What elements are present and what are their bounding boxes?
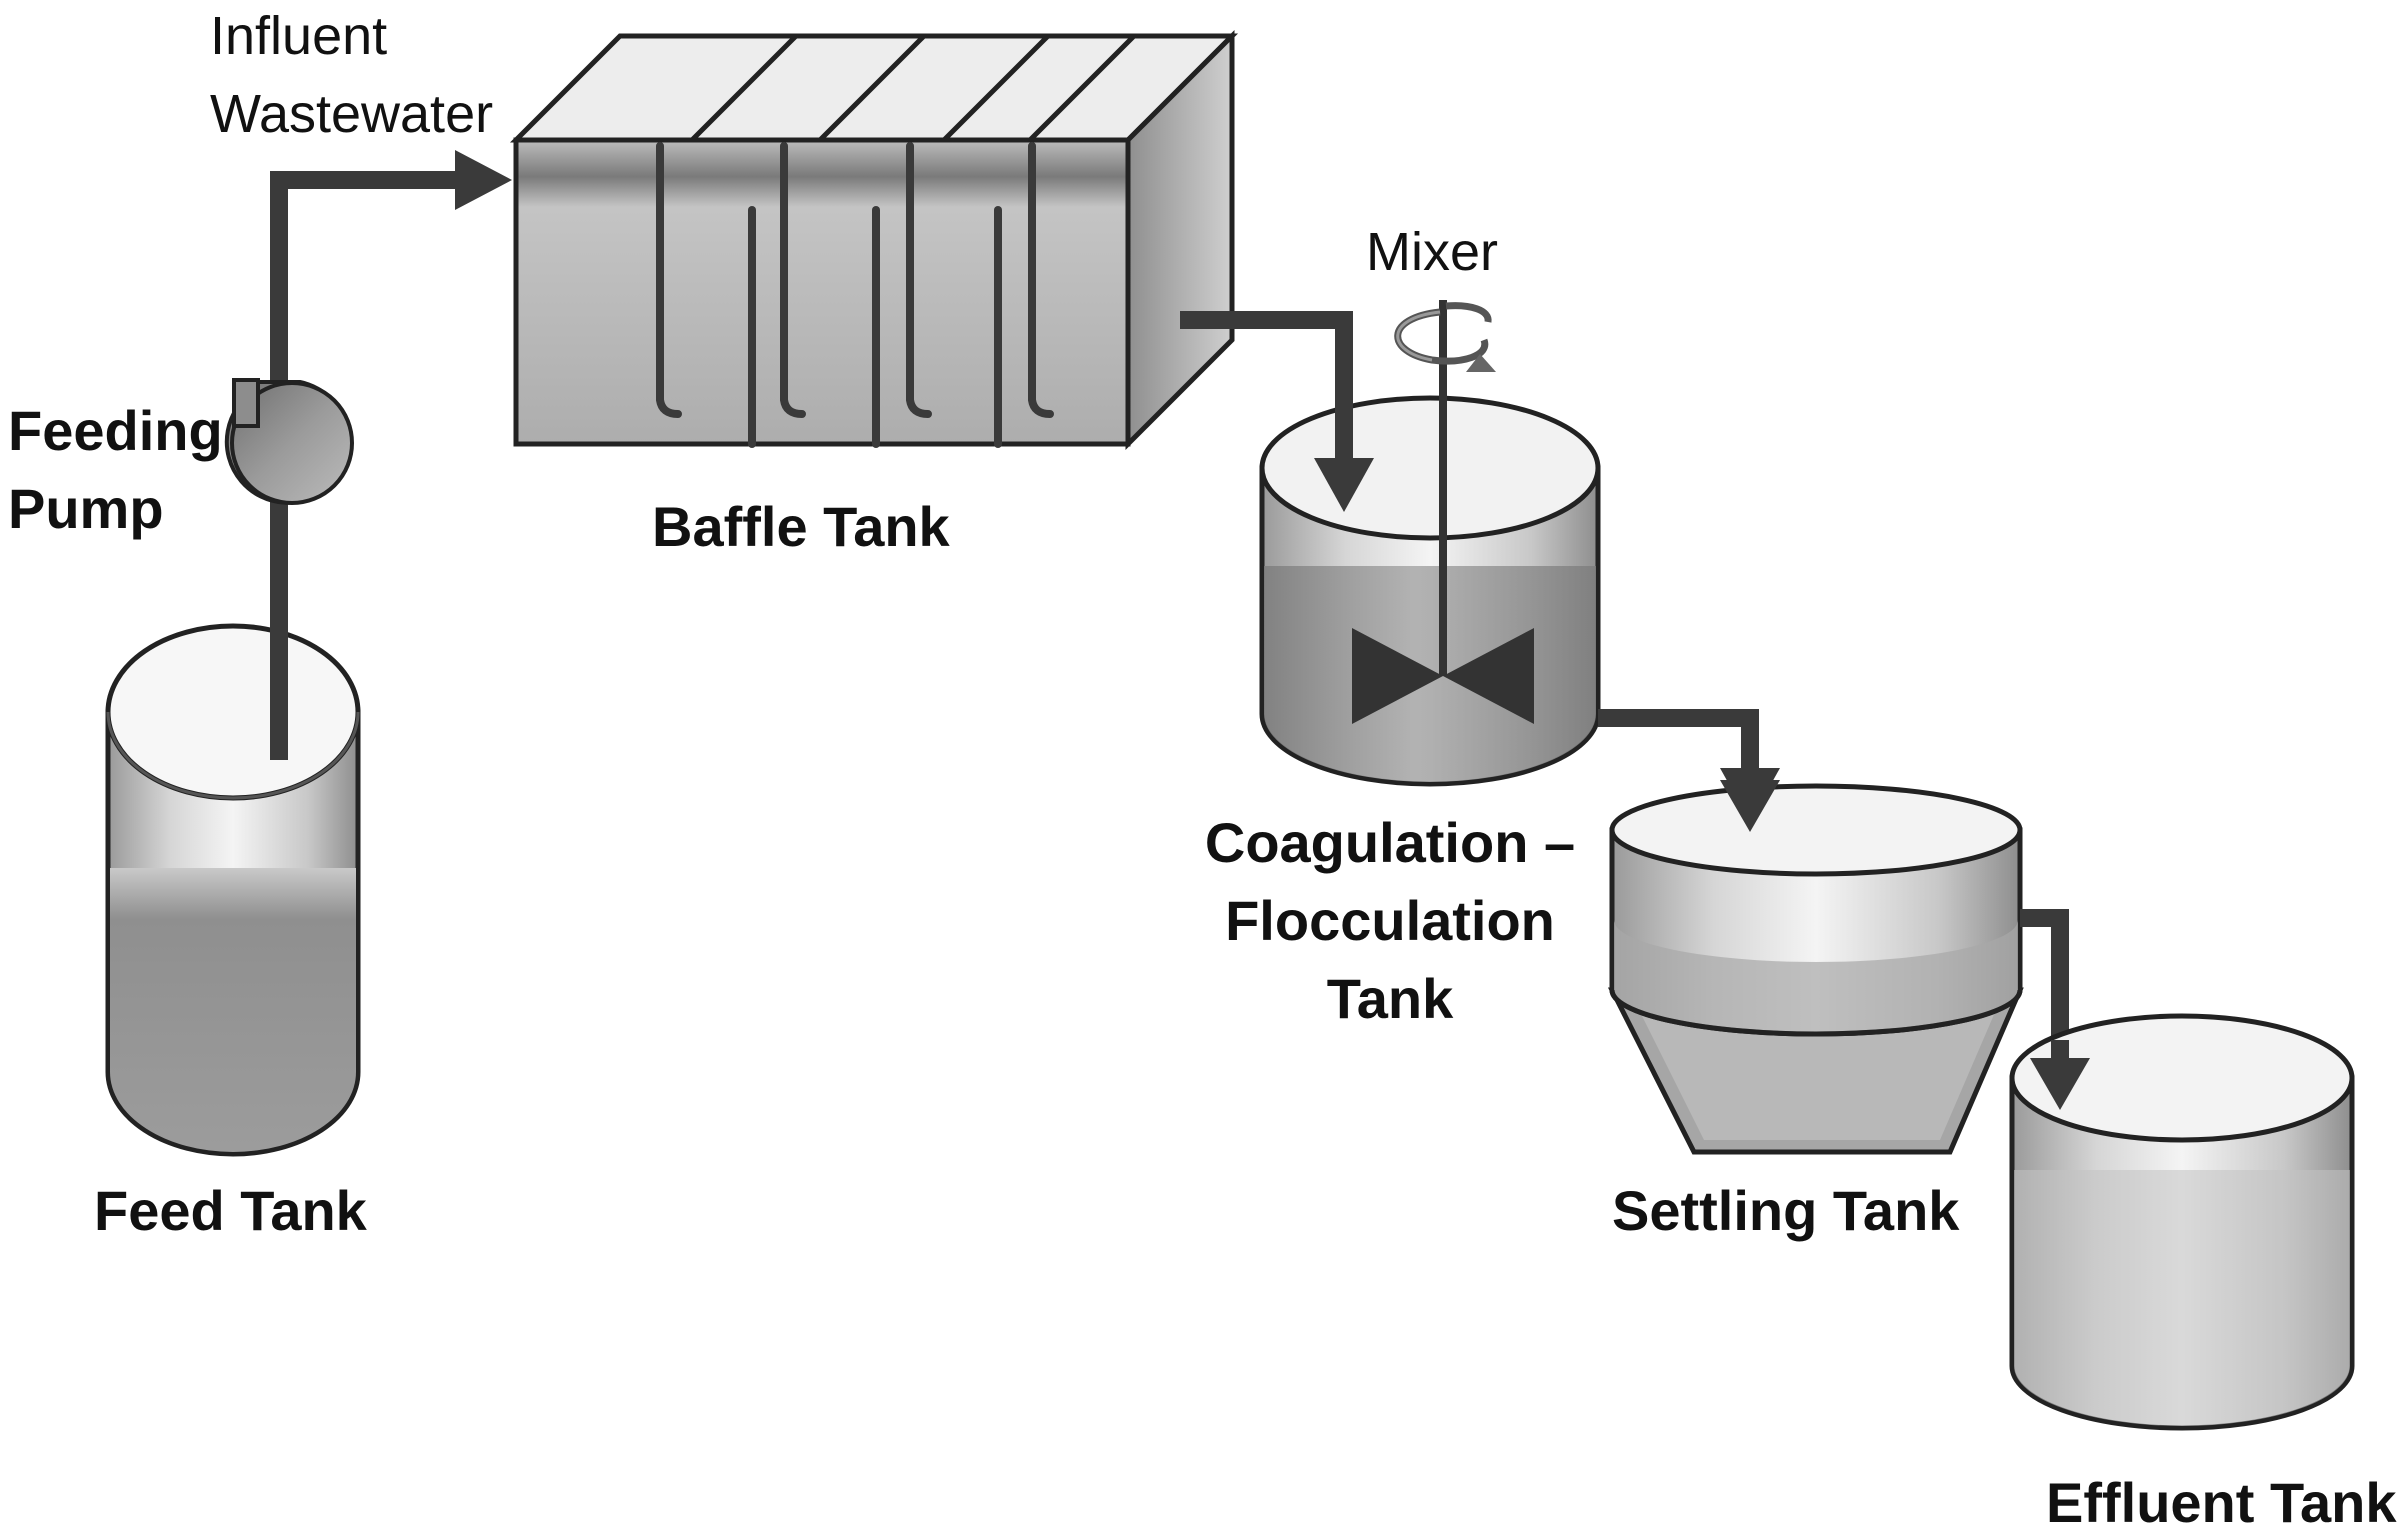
settling-tank bbox=[1607, 740, 2024, 1155]
feed-tank-label: Feed Tank bbox=[94, 1179, 367, 1242]
feed-pipe bbox=[270, 150, 512, 760]
feeding-pump-label-line1: Feeding bbox=[8, 399, 223, 462]
coagulation-label-line2: Flocculation bbox=[1225, 889, 1555, 952]
impeller-icon bbox=[1352, 628, 1443, 724]
influent-label-line1: Influent bbox=[210, 6, 388, 66]
coagulation-flocculation-tank bbox=[1259, 300, 1601, 787]
effluent-tank bbox=[2009, 1013, 2355, 1431]
effluent-tank-label: Effluent Tank bbox=[2046, 1471, 2397, 1534]
mixer-label: Mixer bbox=[1366, 222, 1498, 282]
feeding-pump bbox=[224, 378, 354, 505]
mixer-rotation-icon bbox=[1394, 302, 1496, 372]
settling-outlet-pipe bbox=[2020, 909, 2069, 1058]
baffle-tank bbox=[509, 29, 1239, 451]
influent-label-line2: Wastewater bbox=[210, 84, 494, 144]
coagulation-label-line3: Tank bbox=[1326, 967, 1454, 1030]
flow-arrow-icon bbox=[2030, 1058, 2090, 1110]
feed-tank bbox=[105, 623, 361, 1157]
baffle-tank-label: Baffle Tank bbox=[652, 495, 950, 558]
coagulation-label-line1: Coagulation – bbox=[1204, 811, 1576, 874]
feeding-pump-label-line2: Pump bbox=[8, 477, 164, 540]
flow-arrow-icon bbox=[455, 150, 512, 210]
settling-tank-label: Settling Tank bbox=[1612, 1179, 1960, 1242]
